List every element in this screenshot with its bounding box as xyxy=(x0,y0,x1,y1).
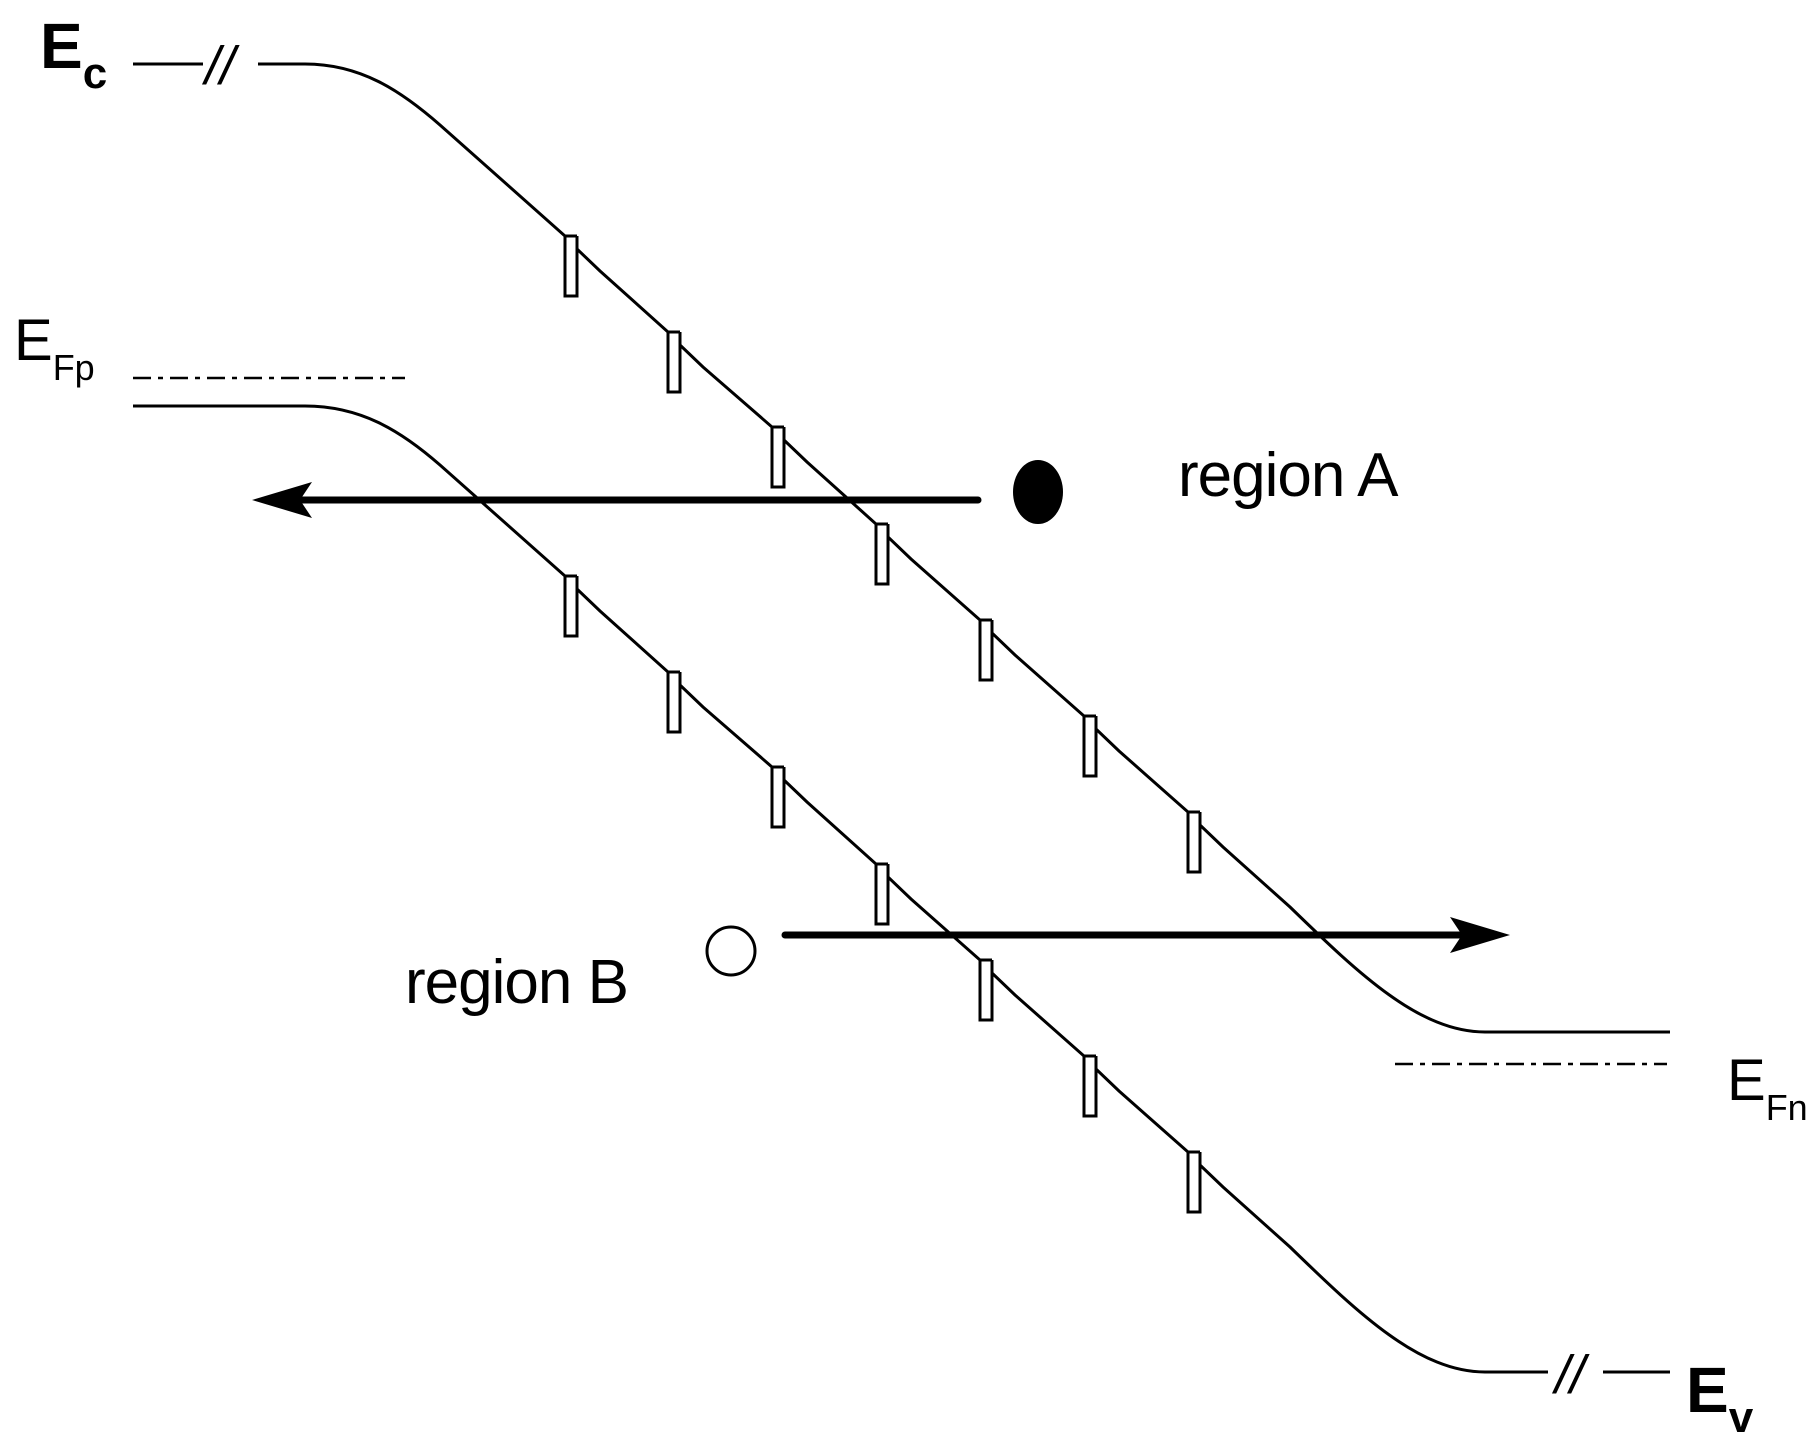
region-b-label: region B xyxy=(405,948,628,1017)
efp-label: EFp xyxy=(14,308,95,388)
break-mark-top: // xyxy=(201,36,240,96)
valence-band-wells xyxy=(565,574,1202,1165)
conduction-band-line xyxy=(133,62,1670,1034)
region-a-label: region A xyxy=(1178,441,1399,510)
ev-label: Ev xyxy=(1686,1354,1754,1442)
break-mark-bottom: // xyxy=(1551,1345,1590,1405)
hole-circle xyxy=(705,925,757,977)
conduction-band-wells xyxy=(565,234,1202,825)
ec-label: Ec xyxy=(40,10,107,98)
electron-dot xyxy=(1013,460,1063,524)
efn-label: EFn xyxy=(1727,1048,1808,1128)
electron-arrow-head xyxy=(252,482,312,518)
hole-arrow-head xyxy=(1450,917,1510,953)
valence-band-line xyxy=(133,404,1670,1374)
